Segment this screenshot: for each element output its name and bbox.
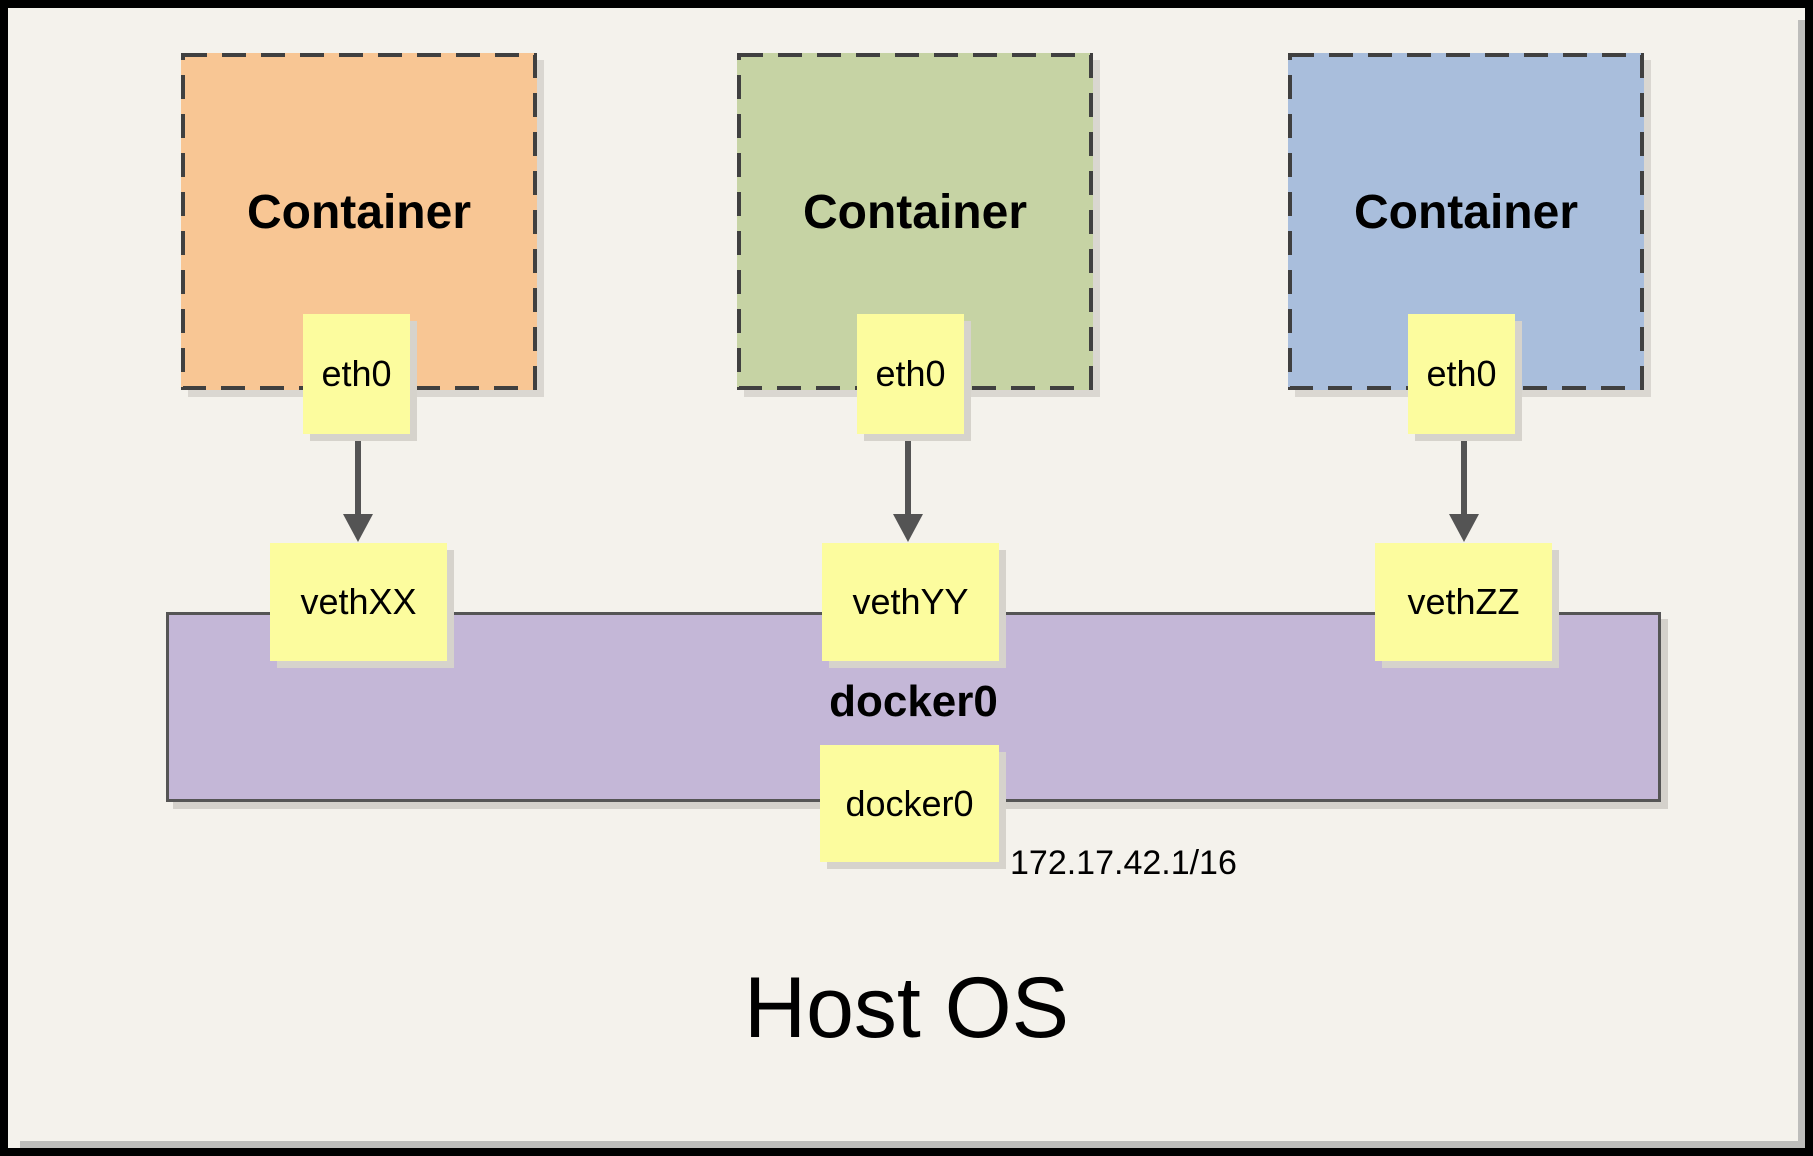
vethZZ-label: vethZZ <box>1407 581 1520 622</box>
eth0-interface-note: eth0 <box>857 314 964 434</box>
container-box-2: Container eth0 <box>737 53 1093 434</box>
docker0-bridge-label: docker0 <box>829 677 998 726</box>
docker0-interface-note: docker0 <box>820 745 999 862</box>
container-box-3: Container eth0 <box>1288 53 1644 434</box>
eth0-interface-note: eth0 <box>1408 314 1515 434</box>
docker0-ip-label: 172.17.42.1/16 <box>1010 844 1237 882</box>
vethZZ-note: vethZZ <box>1375 543 1552 661</box>
container-box-1: Container eth0 <box>181 53 537 434</box>
container-title: Container <box>802 186 1027 239</box>
page-edge-shade-right <box>1798 20 1805 1148</box>
vethYY-note: vethYY <box>822 543 999 661</box>
eth0-label: eth0 <box>875 353 946 394</box>
vethXX-note: vethXX <box>270 543 447 661</box>
eth0-label: eth0 <box>1426 353 1497 394</box>
host-os-label: Host OS <box>744 960 1069 1056</box>
container-title: Container <box>246 186 471 239</box>
vethXX-label: vethXX <box>300 581 417 622</box>
vethYY-label: vethYY <box>852 581 969 622</box>
container-title: Container <box>1353 186 1578 239</box>
docker0-interface-label: docker0 <box>845 782 974 824</box>
eth0-interface-note: eth0 <box>303 314 410 434</box>
eth0-label: eth0 <box>321 353 392 394</box>
page-edge-shade-bottom <box>20 1141 1805 1148</box>
